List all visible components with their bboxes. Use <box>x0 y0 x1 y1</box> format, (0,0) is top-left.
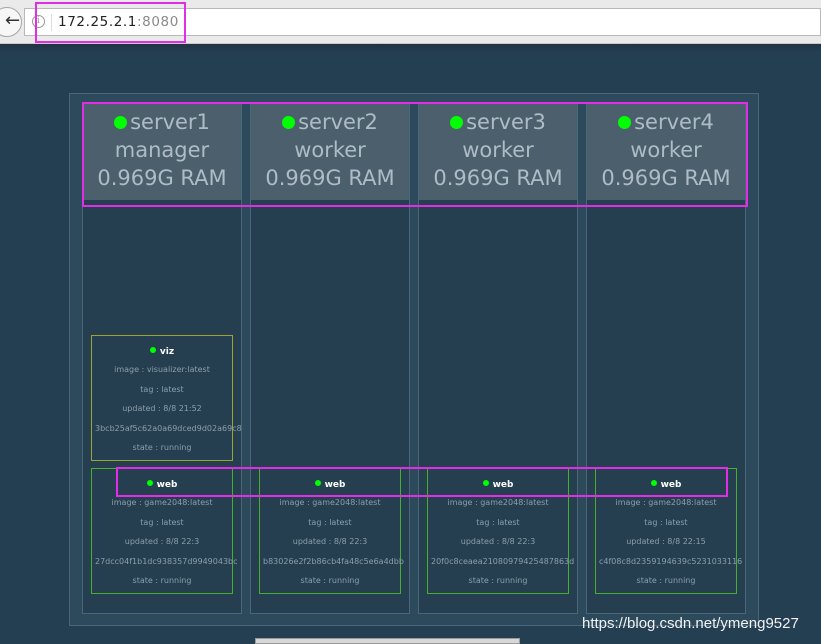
task-image: image : game2048:latest <box>615 498 717 507</box>
task-image: image : game2048:latest <box>279 498 381 507</box>
node-name: server1 <box>130 110 210 134</box>
task-image: image : visualizer:latest <box>114 365 210 374</box>
url-text[interactable]: 172.25.2.1:8080 <box>58 14 179 30</box>
task-id: c4f08c8d2359194639c5231033116 <box>599 556 743 566</box>
address-bar[interactable]: i 172.25.2.1:8080 <box>24 8 821 36</box>
task-updated: updated : 8/8 21:52 <box>122 404 202 413</box>
horizontal-scrollbar[interactable] <box>255 638 520 644</box>
back-button[interactable]: ← <box>0 7 22 37</box>
task-updated: updated : 8/8 22:3 <box>460 537 536 546</box>
back-arrow-icon: ← <box>5 10 21 31</box>
task-card-web[interactable]: web image : game2048:latest tag : latest… <box>259 468 404 594</box>
task-tag: tag : latest <box>140 384 184 394</box>
status-dot-icon <box>482 480 489 486</box>
node-header: server4 worker 0.969G RAM <box>587 103 745 200</box>
status-dot-icon <box>149 347 156 353</box>
task-name: web <box>428 477 568 493</box>
task-updated: updated : 8/8 22:3 <box>292 537 368 546</box>
info-icon[interactable]: i <box>32 15 45 28</box>
task-tag: tag : latest <box>476 517 520 527</box>
task-state: state : running <box>468 576 528 585</box>
task-updated: updated : 8/8 22:15 <box>626 537 706 546</box>
node-name: server3 <box>466 110 546 134</box>
url-host: 172.25.2.1 <box>58 14 137 30</box>
node-server2: server2 worker 0.969G RAM web image : ga… <box>250 102 410 614</box>
task-name: web <box>260 477 400 493</box>
node-server1: server1 manager 0.969G RAM viz image : v… <box>82 102 242 614</box>
task-id: 3bcb25af5c62a0a69dced9d02a69c8 <box>95 423 242 433</box>
node-name: server4 <box>634 110 714 134</box>
node-header: server3 worker 0.969G RAM <box>419 103 577 200</box>
node-role: worker <box>630 138 702 162</box>
status-dot-icon <box>618 116 632 129</box>
task-card-web[interactable]: web image : game2048:latest tag : latest… <box>91 468 238 594</box>
node-server3: server3 worker 0.969G RAM web image : ga… <box>418 102 578 614</box>
status-dot-icon <box>450 116 464 129</box>
task-card-viz[interactable]: viz image : visualizer:latest tag : late… <box>91 335 242 461</box>
task-state: state : running <box>636 576 696 585</box>
node-header: server1 manager 0.969G RAM <box>83 103 241 200</box>
task-card-web[interactable]: web image : game2048:latest tag : latest… <box>595 468 743 594</box>
node-ram: 0.969G RAM <box>265 166 395 190</box>
status-dot-icon <box>282 116 296 129</box>
node-header: server2 worker 0.969G RAM <box>251 103 409 200</box>
task-name: viz <box>92 344 232 360</box>
node-role: worker <box>462 138 534 162</box>
browser-toolbar: ← i 172.25.2.1:8080 <box>0 0 821 44</box>
task-updated: updated : 8/8 22:3 <box>124 537 200 546</box>
task-state: state : running <box>300 576 360 585</box>
node-ram: 0.969G RAM <box>601 166 731 190</box>
toolbar-shadow <box>0 44 821 53</box>
node-role: worker <box>294 138 366 162</box>
task-tag: tag : latest <box>308 517 352 527</box>
watermark: https://blog.csdn.net/ymeng9527 <box>582 615 799 632</box>
url-port: :8080 <box>137 14 179 30</box>
node-role: manager <box>114 138 210 162</box>
task-name: web <box>596 477 736 493</box>
task-tag: tag : latest <box>644 517 688 527</box>
task-card-web[interactable]: web image : game2048:latest tag : latest… <box>427 468 575 594</box>
url-separator <box>51 14 52 31</box>
swarm-visualizer-panel: server1 manager 0.969G RAM viz image : v… <box>69 93 759 626</box>
task-image: image : game2048:latest <box>447 498 549 507</box>
task-id: 27dcc04f1b1dc938357d9949043bc <box>95 556 238 566</box>
task-tag: tag : latest <box>140 517 184 527</box>
task-name: web <box>92 477 232 493</box>
status-dot-icon <box>114 116 128 129</box>
task-id: b83026e2f2b86cb4fa48c5e6a4dbb <box>263 556 404 566</box>
status-dot-icon <box>650 480 657 486</box>
node-ram: 0.969G RAM <box>97 166 227 190</box>
task-state: state : running <box>132 576 192 585</box>
task-id: 20f0c8ceaea21080979425487863d <box>431 556 575 566</box>
node-ram: 0.969G RAM <box>433 166 563 190</box>
status-dot-icon <box>314 480 321 486</box>
status-dot-icon <box>146 480 153 486</box>
task-image: image : game2048:latest <box>111 498 213 507</box>
node-name: server2 <box>298 110 378 134</box>
node-server4: server4 worker 0.969G RAM web image : ga… <box>586 102 746 614</box>
task-state: state : running <box>132 443 192 452</box>
